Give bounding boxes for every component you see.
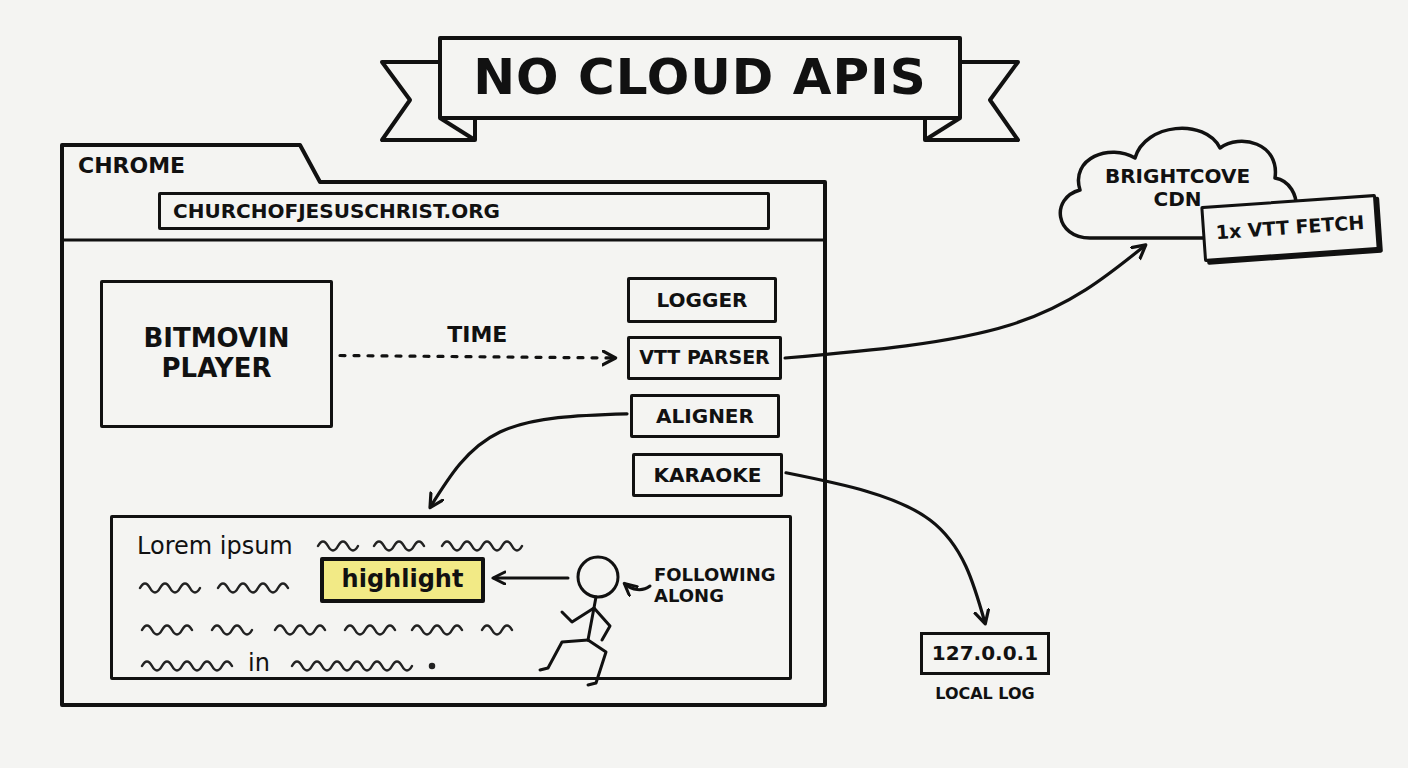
- figure-leg: [540, 640, 588, 670]
- address-bar: CHURCHOFJESUSCHRIST.ORG: [158, 192, 770, 230]
- node-label: Lorem ipsum: [137, 532, 327, 562]
- node-label: BITMOVIN PLAYER: [111, 283, 322, 425]
- edge-label: TIME: [417, 321, 537, 349]
- figure-body: [588, 597, 596, 640]
- scribble: [218, 584, 288, 593]
- tag-box: 1x VTT FETCH: [1200, 194, 1379, 262]
- pointer-arrow: [494, 577, 568, 580]
- ribbon-fold: [440, 118, 475, 140]
- scribble: [442, 542, 522, 551]
- node-caption: LOCAL LOG: [910, 682, 1060, 706]
- scribble: [412, 626, 462, 635]
- dotted-arrow: [340, 355, 615, 358]
- scribble-lines: [140, 542, 522, 671]
- diagram-title: NO CLOUD APIS: [440, 38, 960, 118]
- connector-arrow: [431, 414, 627, 507]
- scribble: [318, 542, 358, 551]
- module-box: ALIGNER: [630, 394, 780, 438]
- node-label: ALIGNER: [633, 397, 777, 435]
- title-ribbon: [382, 38, 1018, 140]
- ribbon-fold: [925, 118, 960, 140]
- scribble: [212, 626, 252, 635]
- ribbon-band: [440, 38, 960, 118]
- scribble: [140, 584, 200, 593]
- stick-figure: [494, 557, 650, 685]
- scribble: [482, 626, 512, 635]
- browser-window: CHROME CHURCHOFJESUSCHRIST.ORG BITMOVIN PL…: [62, 145, 825, 705]
- player-box: BITMOVIN PLAYER: [100, 280, 333, 428]
- highlight-box: highlight: [320, 557, 485, 603]
- callout-label: FOLLOWING ALONG: [654, 565, 779, 606]
- pointer-arrow: [625, 584, 650, 590]
- node-label: highlight: [324, 561, 481, 599]
- module-box: LOGGER: [627, 277, 777, 323]
- node-label: 127.0.0.1: [920, 632, 1050, 675]
- scribble: [292, 662, 412, 671]
- scribble: [275, 626, 325, 635]
- scribble: [142, 626, 192, 635]
- figure-arm: [562, 608, 594, 622]
- node-label: KARAOKE: [635, 456, 780, 494]
- module-box: VTT PARSER: [627, 336, 782, 380]
- text-panel: Lorem ipsum in highlight: [110, 515, 792, 680]
- connector-arrow: [785, 246, 1145, 359]
- scribble: [345, 626, 395, 635]
- window-frame: [62, 145, 825, 705]
- scribble-dot: [430, 664, 434, 668]
- toolbar-divider: [62, 239, 825, 242]
- node-caption: in: [248, 649, 288, 679]
- scribble: [374, 542, 424, 551]
- node-label: LOGGER: [630, 280, 774, 320]
- figure-head: [578, 557, 618, 597]
- log-endpoint: 127.0.0.1LOCAL LOG: [920, 632, 1050, 708]
- node-label: VTT PARSER: [630, 339, 779, 377]
- node-label: CHURCHOFJESUSCHRIST.ORG: [173, 195, 763, 227]
- connector-arrow: [786, 473, 985, 623]
- node-label: 1x VTT FETCH: [1203, 197, 1376, 259]
- node-label: CHROME: [78, 151, 298, 181]
- module-box: KARAOKE: [632, 453, 783, 497]
- figure-arm: [594, 608, 610, 640]
- scribble: [142, 662, 232, 671]
